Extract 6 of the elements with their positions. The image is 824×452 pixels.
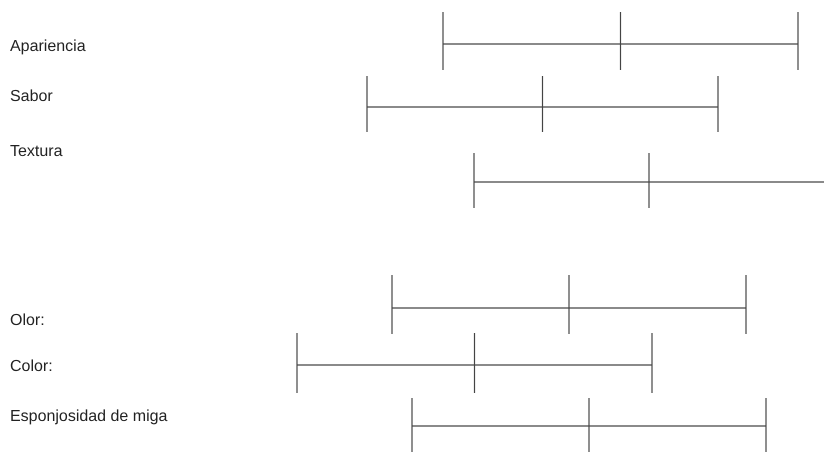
attribute-label: Apariencia [10,38,86,56]
attribute-label: Esponjosidad de miga [10,408,168,426]
attribute-label: Olor: [10,312,45,330]
attribute-label: Textura [10,143,62,161]
attribute-label: Sabor [10,88,53,106]
attribute-label: Color: [10,358,53,376]
